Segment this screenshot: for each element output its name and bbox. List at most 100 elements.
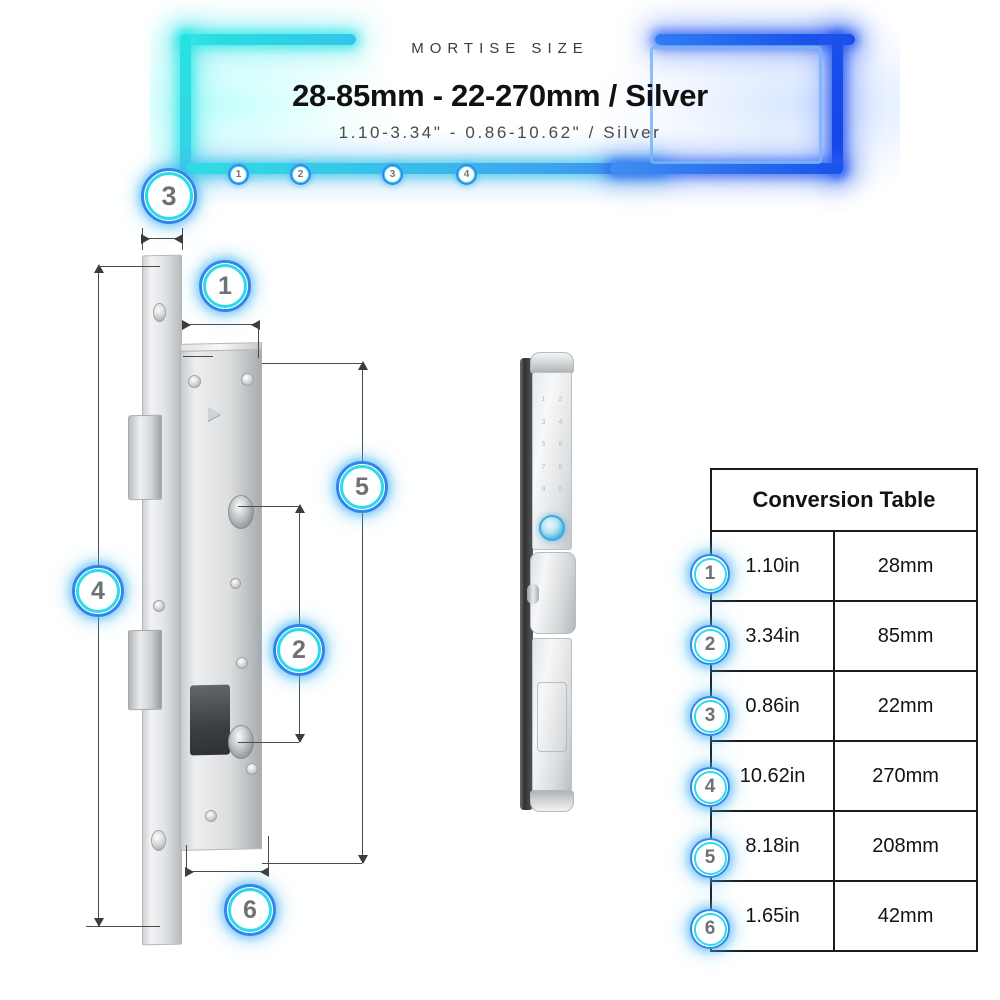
ext-line-6-left (186, 845, 188, 873)
cell-inch-4: 10.62in (709, 740, 836, 812)
body-screw-bottom-left (205, 810, 217, 822)
body-screw-lower (236, 657, 248, 669)
callout-badge-3: 3 (141, 168, 197, 224)
callout-badge-1: 1 (199, 260, 251, 312)
callout-badge-3-label: 3 (161, 180, 177, 211)
keypad-key-7: 7 (541, 463, 546, 471)
rail-dot-2: 2 (290, 164, 311, 185)
dim-line-1 (183, 324, 259, 326)
neon-segment-top-left (180, 34, 356, 45)
page-subtitle: 1.10-3.34" - 0.86-10.62" / Silver (338, 123, 662, 142)
cell-inch-1: 1.10in (709, 530, 836, 602)
cell-inch-6: 1.65in (709, 880, 836, 952)
table-marker-1-label: 1 (704, 563, 716, 584)
neon-segment-bottom-left (185, 163, 665, 174)
table-marker-4-label: 4 (704, 776, 716, 797)
ext-line-5-top (262, 363, 362, 365)
ext-line-1-right (258, 324, 260, 358)
body-screw-bottom-right (246, 763, 258, 775)
lock-deadbolt (128, 629, 162, 711)
lock-mechanism-lower (190, 684, 230, 756)
ext-line-2-top (238, 506, 299, 508)
table-title: Conversion Table (710, 468, 978, 532)
neon-segment-bottom-right (610, 163, 843, 174)
keypad-key-3: 3 (541, 418, 546, 426)
keypad-key-4: 4 (558, 418, 563, 426)
table-row: 0.86in 22mm (709, 670, 978, 742)
rail-dot-4-label: 4 (463, 169, 470, 180)
dim-arrow-6-right (260, 867, 269, 877)
table-marker-6-label: 6 (704, 918, 716, 939)
cell-mm-6: 42mm (833, 880, 978, 952)
neon-segment-left (180, 34, 191, 174)
device-lower-plate (537, 682, 567, 752)
device-thumb-turn (527, 584, 539, 604)
device-lower-body (532, 638, 572, 792)
lock-latch-bolt (128, 414, 162, 501)
dim-line-5 (362, 363, 364, 863)
dim-arrow-3-left (141, 234, 150, 244)
callout-badge-5-label: 5 (355, 472, 369, 501)
device-side-spine (520, 358, 533, 810)
table-marker-2: 2 (690, 625, 730, 665)
ext-line-1-foot (183, 356, 213, 358)
mortise-lock-illustration (120, 254, 300, 946)
callout-badge-6-label: 6 (243, 895, 257, 924)
table-row: 1.10in 28mm (709, 530, 978, 602)
callout-badge-2: 2 (273, 624, 325, 676)
dim-line-3 (142, 238, 182, 240)
table-marker-3-label: 3 (704, 705, 716, 726)
faceplate-screw-top (153, 303, 166, 322)
fingerprint-sensor-icon (539, 515, 565, 541)
ext-line-5-bottom (262, 863, 362, 865)
dim-arrow-5-bottom (358, 855, 368, 864)
rail-dot-3: 3 (382, 164, 403, 185)
keypad-key-0: 0 (558, 486, 563, 494)
lock-mechanism-upper (186, 386, 232, 487)
cell-inch-5: 8.18in (709, 810, 836, 882)
neon-inner-outline-right (650, 46, 822, 164)
page-title: 28-85mm - 22-270mm / Silver (292, 78, 708, 113)
callout-badge-4: 4 (72, 565, 124, 617)
conversion-table: Conversion Table 1.10in 28mm 3.34in 85mm… (709, 468, 978, 952)
dim-arrow-1-right (251, 320, 260, 330)
dim-arrow-2-bottom (295, 734, 305, 743)
rail-dot-2-label: 2 (297, 169, 304, 180)
table-marker-1: 1 (690, 554, 730, 594)
cell-mm-5: 208mm (833, 810, 978, 882)
ext-line-4-bottom (86, 926, 160, 928)
keypad-key-8: 8 (558, 463, 563, 471)
neon-segment-right (832, 34, 843, 174)
callout-badge-2-label: 2 (292, 635, 306, 664)
dim-arrow-3-right (174, 234, 183, 244)
neon-segment-top-right (655, 34, 855, 45)
dim-arrow-6-left (185, 867, 194, 877)
callout-badge-5: 5 (336, 461, 388, 513)
keypad-key-9: 9 (541, 486, 546, 494)
keypad-key-6: 6 (558, 441, 563, 449)
dim-arrow-4-bottom (94, 918, 104, 927)
cylinder-hole-upper (228, 495, 254, 529)
table-marker-5-label: 5 (704, 847, 716, 868)
table-marker-5: 5 (690, 838, 730, 878)
rail-dot-1: 1 (228, 164, 249, 185)
dim-arrow-4-top (94, 264, 104, 273)
body-pin-hole (230, 578, 241, 589)
table-row: 1.65in 42mm (709, 880, 978, 952)
table-row: 3.34in 85mm (709, 600, 978, 672)
direction-arrow-marking (208, 407, 221, 421)
table-marker-2-label: 2 (704, 634, 716, 655)
faceplate-screw-bottom (151, 830, 166, 851)
device-bottom-cap (530, 790, 574, 812)
ext-line-6-right (268, 836, 270, 872)
cell-mm-4: 270mm (833, 740, 978, 812)
callout-badge-4-label: 4 (91, 576, 105, 605)
smart-lock-device: 1 2 3 4 5 6 7 8 9 0 (518, 352, 584, 814)
cell-mm-2: 85mm (833, 600, 978, 672)
table-marker-6: 6 (690, 909, 730, 949)
table-row: 8.18in 208mm (709, 810, 978, 882)
dim-arrow-5-top (358, 361, 368, 370)
body-screw-top-left (188, 375, 201, 388)
rail-dot-3-label: 3 (389, 169, 396, 180)
table-header-row: Conversion Table (710, 468, 978, 532)
